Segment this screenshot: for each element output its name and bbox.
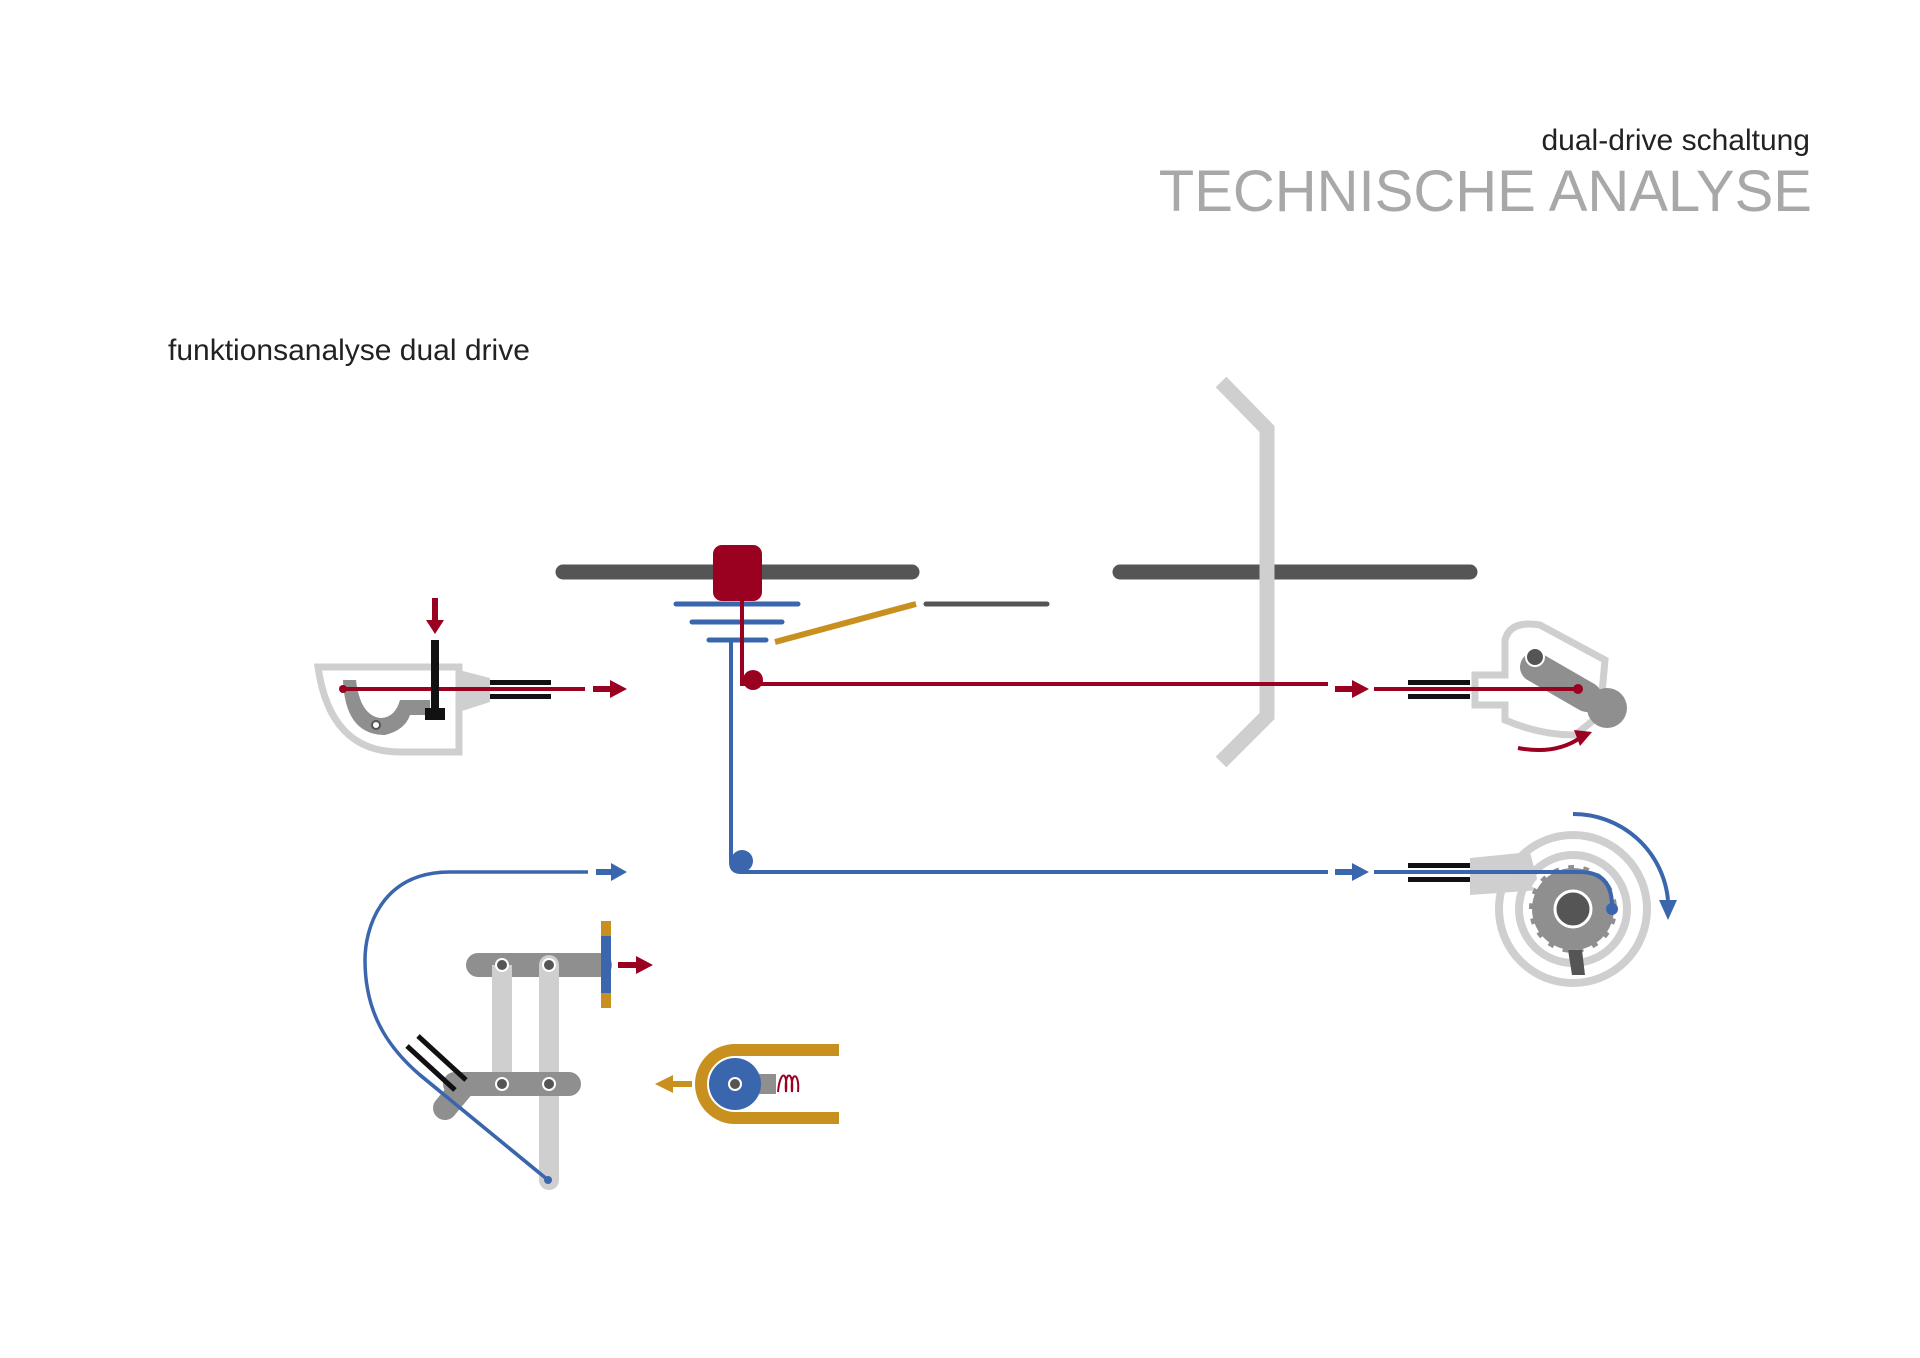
shifter-cam — [343, 680, 430, 735]
red-arrow-right-left — [593, 680, 627, 698]
orange-arrow-left — [655, 1075, 692, 1093]
diagram-shape — [495, 1077, 509, 1091]
diagram-shape — [1408, 694, 1470, 699]
diagram-shape — [1520, 652, 1602, 712]
diagram-shape — [542, 958, 556, 972]
diagram-shape — [1587, 688, 1627, 728]
trigger — [431, 640, 439, 718]
diagram-shape — [1408, 877, 1470, 882]
diagram-shape — [1606, 903, 1618, 915]
diagram-shape — [1408, 680, 1470, 685]
red-arrow-right-bottom — [618, 956, 653, 974]
diagram-shape — [371, 720, 381, 730]
pulley-assembly — [655, 1044, 839, 1124]
derailleur-linkage — [363, 863, 653, 1190]
hub — [1553, 889, 1593, 929]
diagram-shape — [1495, 831, 1651, 987]
right-shifter-top — [1374, 620, 1627, 752]
blue-arrow-right — [1335, 863, 1369, 881]
page-title: TECHNISCHE ANALYSE — [1158, 159, 1812, 224]
red-rotation-arrow — [1517, 736, 1582, 752]
diagram-shape — [416, 1034, 468, 1082]
left-shifter — [313, 598, 627, 756]
diagram-shape — [339, 685, 347, 693]
diagram-shape — [728, 1077, 742, 1091]
diagram-shape — [695, 1044, 839, 1124]
right-shifter-bottom — [1374, 811, 1677, 987]
diagram-shape — [405, 1044, 457, 1092]
subtitle: dual-drive schaltung — [1541, 124, 1811, 157]
section-title: funktionsanalyse dual drive — [168, 334, 530, 367]
diagram-shape — [1659, 900, 1677, 920]
blue-cable — [729, 640, 1328, 874]
red-arrow-right — [1335, 680, 1369, 698]
diagram-shape — [495, 958, 509, 972]
lever-orange — [774, 601, 917, 645]
blue-cable-nipple — [731, 850, 753, 872]
red-cable-nipple — [743, 670, 763, 690]
fork — [1215, 376, 1275, 768]
diagram-shape — [1574, 730, 1592, 746]
diagram-shape — [601, 936, 611, 993]
diagram-shape — [490, 694, 551, 699]
diagram-shape — [1525, 647, 1545, 667]
spring-icon — [777, 1074, 800, 1093]
diagram-shape — [1408, 863, 1470, 868]
red-cable — [740, 600, 1328, 686]
diagram-shape — [1374, 870, 1614, 907]
diagram-shape — [418, 1073, 550, 1182]
diagram-shape — [425, 708, 445, 720]
blue-rotation-arrow — [1572, 811, 1670, 901]
diagram-shape — [1573, 684, 1583, 694]
shifter-housing — [313, 663, 463, 756]
diagram-shape — [544, 1176, 552, 1184]
grip-block — [713, 545, 762, 601]
red-arrow-down — [426, 598, 444, 634]
blue-arrow-right-left — [596, 863, 627, 881]
diagram-shape — [433, 1072, 477, 1120]
diagram-shape — [490, 680, 551, 685]
diagram-shape — [1568, 950, 1585, 975]
diagram-shape — [542, 1077, 556, 1091]
diagram-shape — [363, 870, 588, 1182]
